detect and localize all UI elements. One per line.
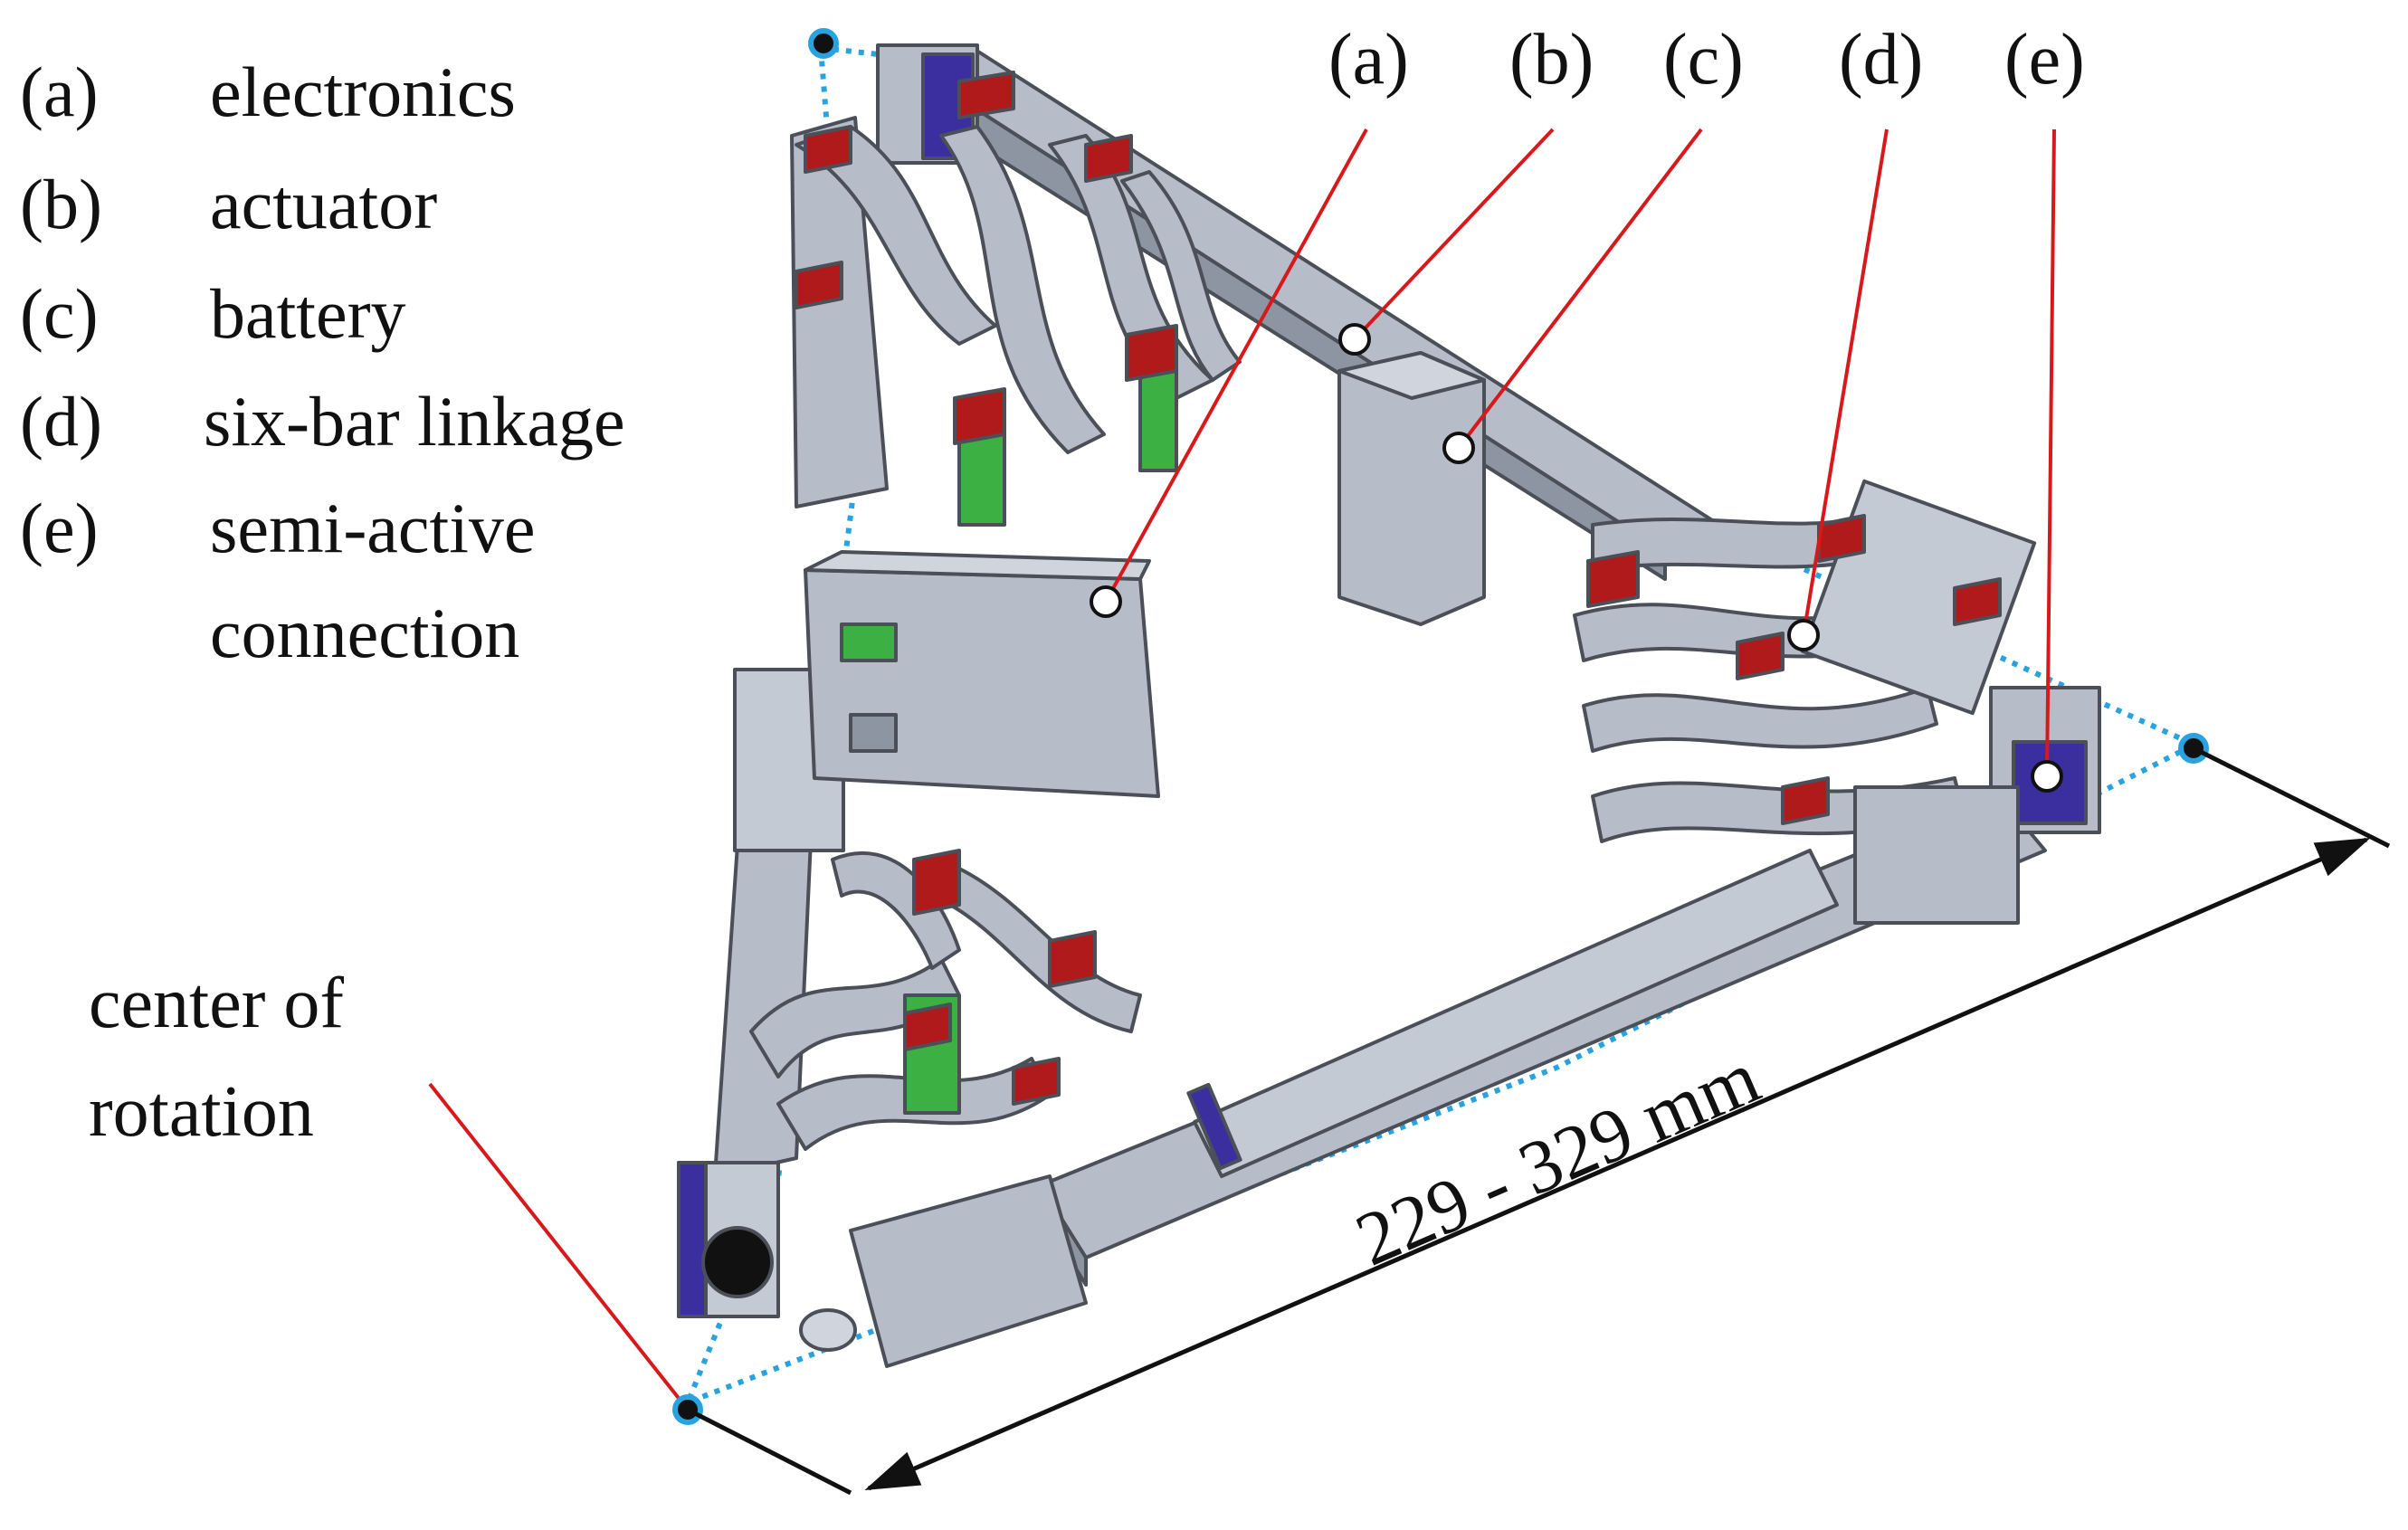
callout-a: (a) — [1328, 20, 1409, 100]
leader-b — [1353, 128, 1555, 341]
legend-text-e: semi-active — [210, 489, 536, 567]
leader-d — [1802, 128, 1889, 636]
dot-c — [1442, 432, 1475, 464]
center-of-rotation-label: center of rotation — [89, 964, 344, 1152]
center-label-line2: rotation — [89, 1072, 314, 1152]
pivot-top-left — [808, 28, 839, 59]
dot-a — [1090, 585, 1122, 618]
legend-key-b: (b) — [20, 165, 102, 243]
linkage-top-left — [795, 71, 1242, 527]
electronics-box — [804, 550, 1160, 798]
leader-e — [2045, 128, 2056, 777]
battery-box — [1337, 351, 1486, 626]
bottom-left-module — [677, 1161, 1088, 1368]
leader-lines — [428, 128, 2056, 1411]
callout-d: (d) — [1839, 20, 1923, 100]
legend-text-a: electronics — [210, 52, 516, 131]
extension-line-right — [2192, 746, 2391, 849]
legend-text-b: actuator — [210, 165, 437, 243]
left-column — [790, 116, 889, 508]
legend-text-e2: connection — [210, 594, 519, 672]
dimension — [686, 746, 2391, 1496]
dimension-arrow — [864, 837, 2371, 1491]
legend-key-e: (e) — [20, 489, 99, 567]
dot-b — [1338, 323, 1371, 356]
callout-b: (b) — [1509, 20, 1594, 100]
legend-key-c: (c) — [20, 274, 99, 353]
leader-center — [428, 1082, 690, 1411]
callout-labels: (a) (b) (c) (d) (e) — [1328, 20, 2085, 100]
dot-d — [1787, 619, 1820, 651]
legend-text-c: battery — [210, 274, 406, 353]
legend-key-d: (d) — [20, 382, 102, 461]
callout-e: (e) — [2004, 20, 2085, 100]
leader-a — [1104, 128, 1368, 603]
center-label-line1: center of — [89, 964, 344, 1043]
robot-frame — [677, 43, 2101, 1368]
dot-e — [2031, 760, 2063, 793]
legend-key-a: (a) — [20, 52, 99, 131]
telescope-sleeve — [1193, 849, 1839, 1178]
legend-text-d: six-bar linkage — [204, 382, 625, 461]
extension-line-left — [686, 1407, 852, 1496]
legend: (a) electronics (b) actuator (c) battery… — [20, 52, 625, 672]
marker-dots — [1090, 323, 2063, 793]
leader-c — [1457, 128, 1703, 450]
callout-c: (c) — [1663, 20, 1744, 100]
